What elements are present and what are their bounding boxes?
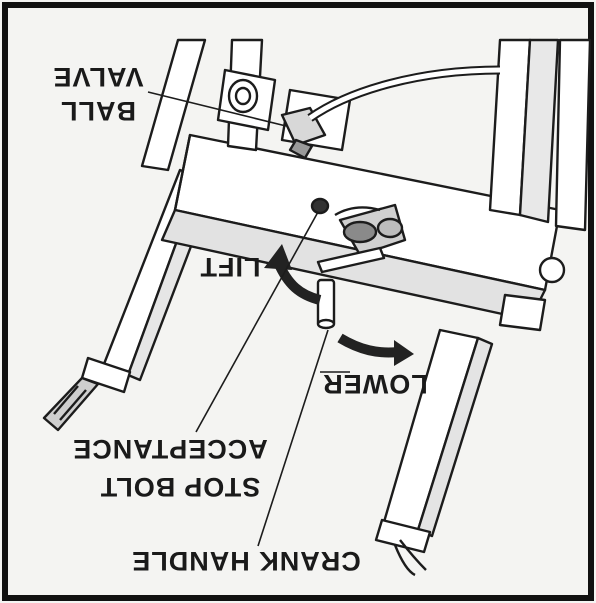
lower-arrow [337,333,414,366]
lift-arrow [264,244,322,305]
crank-handle-leader [257,329,329,547]
labels: BALL VALVE LIFT LOWER ACCEPTANCE STOP BO… [52,62,427,576]
label-acceptance: ACCEPTANCE [72,434,268,464]
frame-assembly [42,38,592,577]
label-valve: VALVE [52,62,143,92]
stop-bolt-leader [195,211,319,433]
label-crank-handle: CRANK HANDLE [131,546,361,576]
ball-valve-leader [147,91,287,127]
label-lower: LOWER [322,369,428,399]
label-stop-bolt: STOP BOLT [100,472,261,502]
label-ball: BALL [60,96,136,126]
label-lift: LIFT [200,252,261,282]
leader-lines [147,91,350,547]
